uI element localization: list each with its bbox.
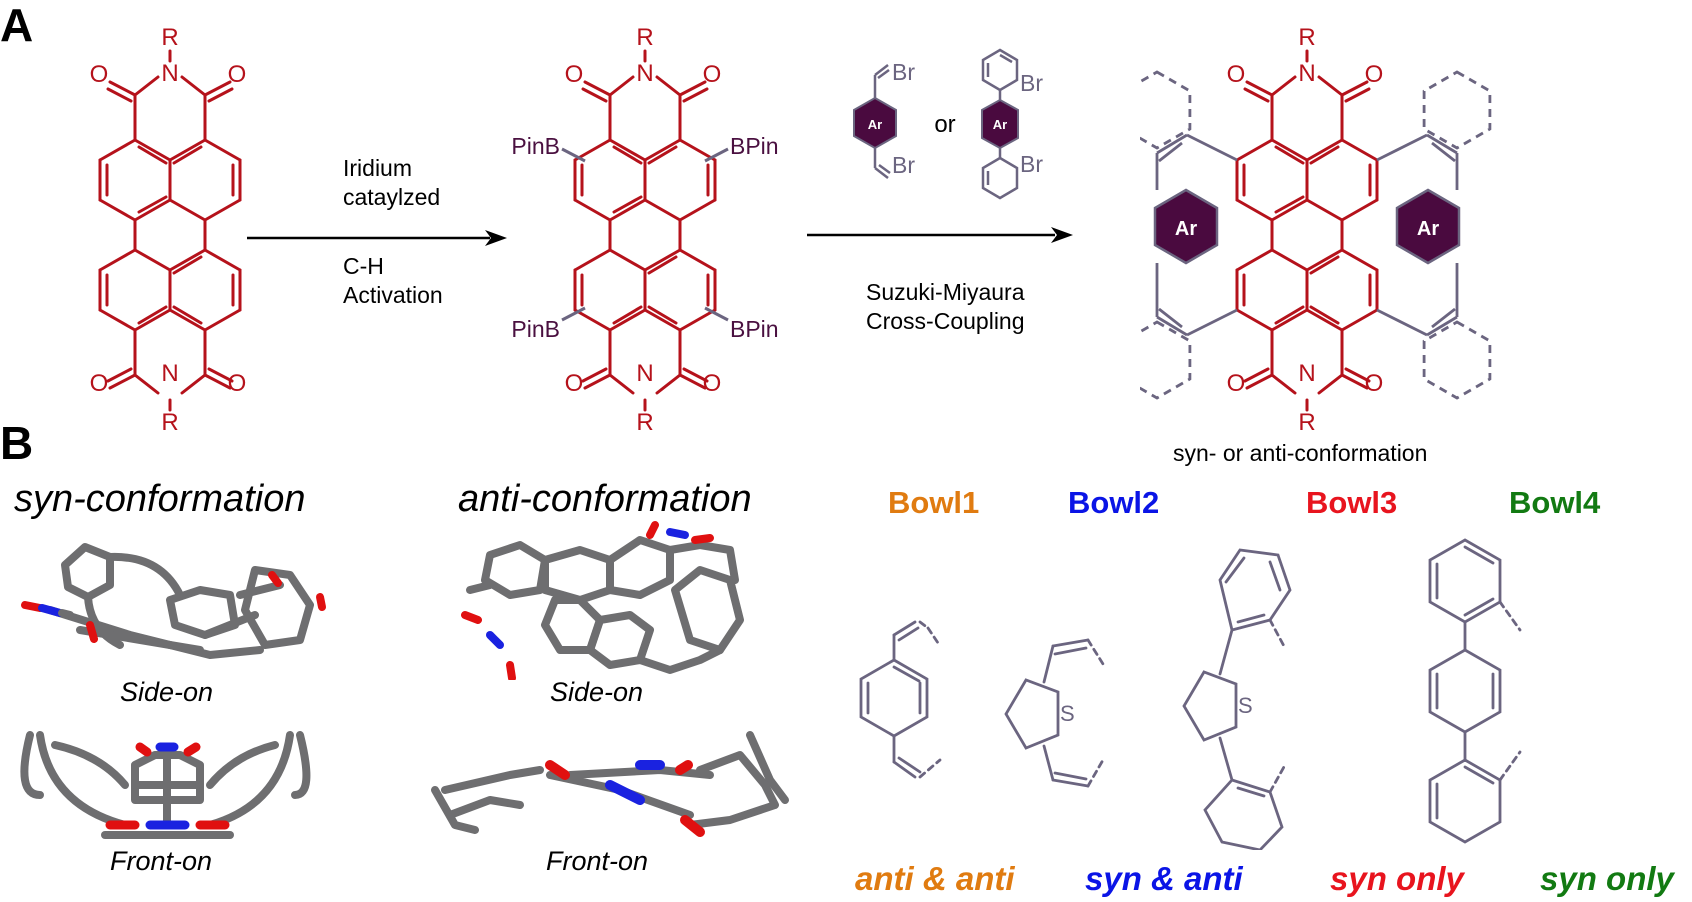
bromine-option2-bottom: Br (1020, 151, 1043, 177)
ar-hexagon-left (1153, 188, 1219, 265)
ar-hexagon-option2 (981, 98, 1019, 150)
bowl4-linker (1428, 538, 1522, 844)
syn-front-on-render (20, 731, 311, 839)
anti-side-on-label: Side-on (550, 677, 644, 707)
bpin-top-left: PinB (511, 133, 560, 159)
syn-side-on-render (21, 543, 326, 659)
anti-side-on-render (461, 521, 744, 680)
syn-conformation-title: syn-conformation (14, 478, 306, 520)
anti-front-on-render (431, 731, 789, 837)
bowl3-linker (1182, 548, 1292, 850)
bowl2-name: Bowl2 (1068, 485, 1160, 520)
bpin-top-right: BPin (730, 133, 779, 159)
bowl-linker-structures: S S (859, 538, 1522, 850)
step1-reaction-line2: Activation (343, 282, 443, 308)
reaction-arrow-2 (807, 227, 1073, 243)
substituent-r-top: R (636, 24, 653, 51)
bowl2-sulfur: S (1060, 701, 1075, 726)
nitrogen-bottom: N (161, 360, 178, 387)
oxygen-bottom-right: O (703, 370, 722, 397)
step2-reaction-line2: Cross-Coupling (866, 308, 1025, 334)
bowl4-name: Bowl4 (1509, 485, 1601, 520)
oxygen-bottom-left: O (90, 370, 109, 397)
nitrogen-top: N (636, 60, 653, 87)
bowl1-result: anti & anti (855, 860, 1015, 897)
bowl-product-structure: Ar Ar R N O O N O O R (1140, 24, 1492, 435)
ar-hexagon-option1 (853, 96, 897, 150)
substituent-r-top: R (161, 24, 178, 51)
ar-label-left: Ar (1175, 218, 1197, 240)
bowl3-result: syn only (1330, 860, 1464, 897)
nitrogen-bottom: N (636, 360, 653, 387)
reagent-or-connector: or (934, 111, 955, 138)
bpin-bottom-right: BPin (730, 316, 779, 342)
reaction-arrow-1 (247, 230, 507, 246)
oxygen-bottom-left: O (1227, 370, 1246, 397)
ar-label-option2: Ar (993, 117, 1007, 132)
substituent-r-top: R (1298, 24, 1315, 51)
syn-front-on-label: Front-on (110, 846, 213, 876)
substituent-r-bottom: R (636, 409, 653, 435)
oxygen-top-left: O (1227, 61, 1246, 88)
starting-material-pdi: R N O O N O O R (90, 24, 247, 435)
oxygen-bottom-right: O (1365, 370, 1384, 397)
step2-conditions-below: Suzuki-Miyaura Cross-Coupling (866, 278, 1025, 336)
ar-label-right: Ar (1417, 218, 1439, 240)
bowl2-result: syn & anti (1085, 860, 1243, 897)
step1-conditions-above: Iridium cataylzed (343, 154, 440, 212)
step2-reaction-line1: Suzuki-Miyaura (866, 279, 1025, 305)
bromine-option1-top: Br (892, 59, 915, 85)
syn-side-on-label: Side-on (120, 677, 214, 707)
panel-a-label: A (0, 0, 34, 51)
bowl3-name: Bowl3 (1306, 485, 1398, 520)
ar-hexagon-right (1395, 188, 1461, 265)
oxygen-top-right: O (228, 61, 247, 88)
nitrogen-bottom: N (1298, 360, 1315, 387)
ar-label-option1: Ar (868, 117, 882, 132)
bowl1-linker (859, 620, 942, 779)
oxygen-bottom-right: O (228, 370, 247, 397)
nitrogen-top: N (1298, 60, 1315, 87)
step1-catalyst-line2: cataylzed (343, 184, 441, 210)
bromine-option2-top: Br (1020, 70, 1043, 96)
bpin-bottom-left: PinB (511, 316, 560, 342)
bowl4-result: syn only (1540, 860, 1674, 897)
step1-reaction-line1: C-H (343, 253, 384, 279)
substituent-r-bottom: R (161, 409, 178, 435)
bowl3-sulfur: S (1238, 693, 1253, 718)
panel-b-label: B (0, 417, 34, 469)
dibromide-reagents: Ar Ar Br Br or Br Br (853, 48, 1043, 200)
tetraboryl-pdi-intermediate: R N O O N O O R PinB BPin PinB BPin (511, 24, 779, 435)
oxygen-top-left: O (90, 61, 109, 88)
oxygen-bottom-left: O (565, 370, 584, 397)
step1-conditions-below: C-H Activation (343, 252, 443, 310)
bromine-option1-bottom: Br (892, 152, 915, 178)
step1-catalyst-line1: Iridium (343, 155, 413, 181)
bowl1-name: Bowl1 (888, 485, 980, 520)
oxygen-top-left: O (565, 61, 584, 88)
anti-conformation-title: anti-conformation (458, 478, 752, 520)
oxygen-top-right: O (1365, 61, 1384, 88)
nitrogen-top: N (161, 60, 178, 87)
product-conformation-caption: syn- or anti-conformation (1173, 440, 1428, 466)
bowl2-linker (1004, 638, 1105, 788)
substituent-r-bottom: R (1298, 409, 1315, 435)
anti-front-on-label: Front-on (546, 846, 649, 876)
oxygen-top-right: O (703, 61, 722, 88)
